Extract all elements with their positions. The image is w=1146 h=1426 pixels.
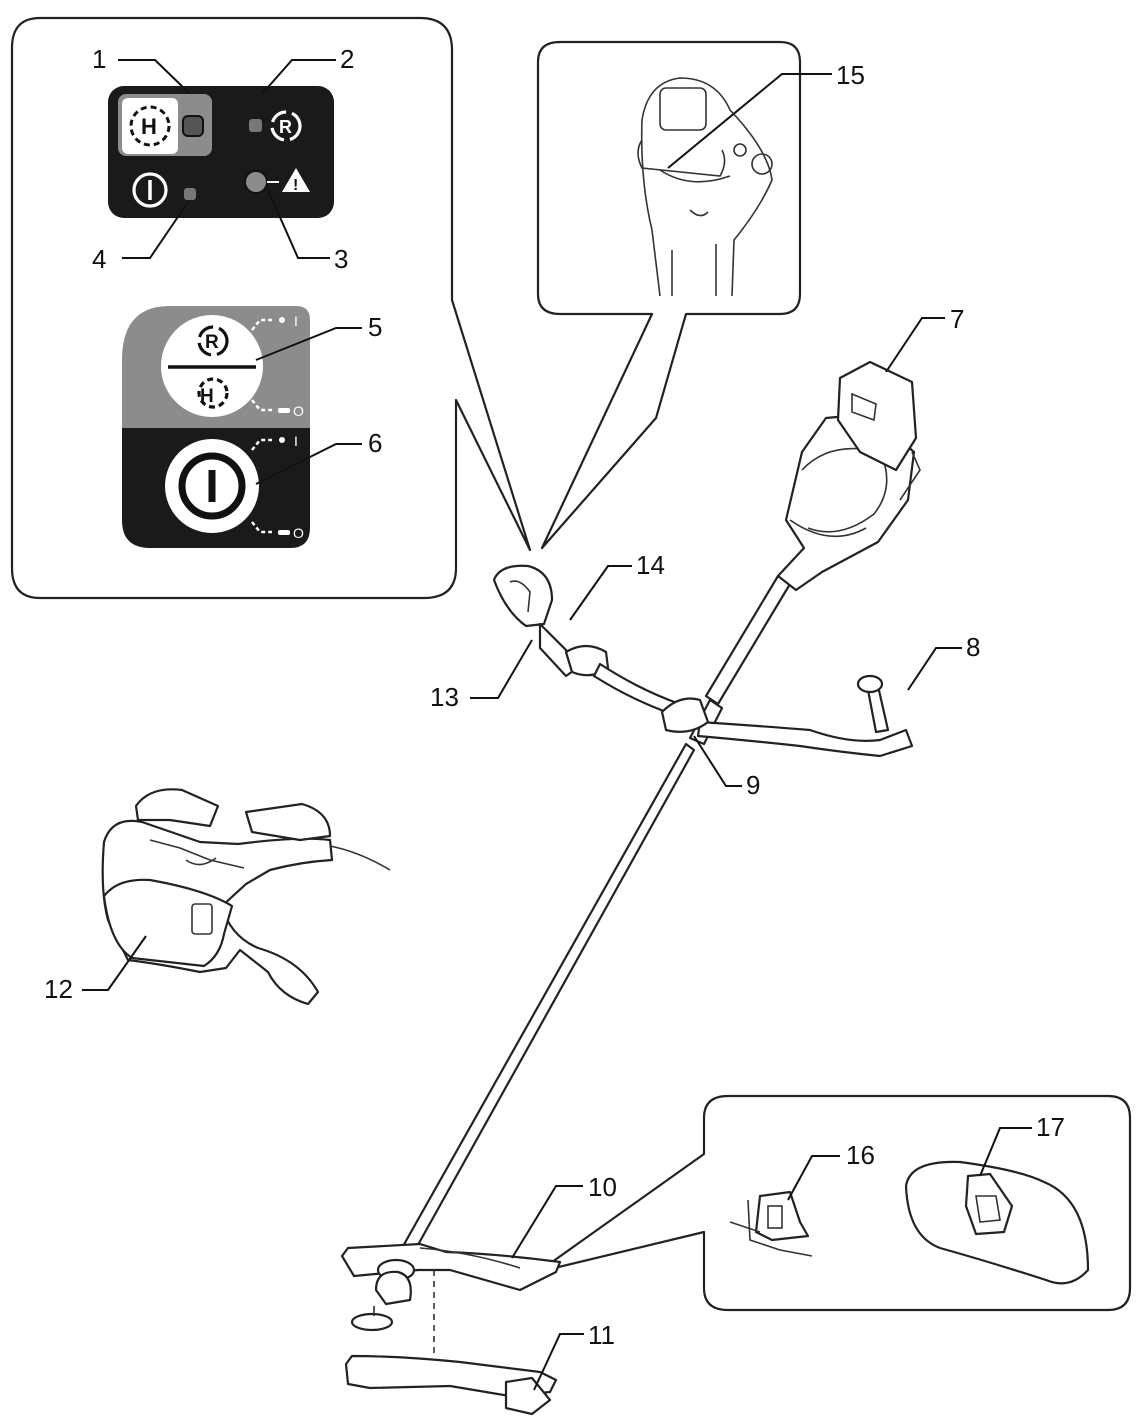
power-on-mark: I xyxy=(294,433,298,449)
high-speed-icon: H xyxy=(129,105,171,147)
reverse-rotation-icon: R xyxy=(270,110,302,142)
callout-16: 16 xyxy=(846,1140,875,1170)
cutting-head xyxy=(340,1242,562,1416)
switch-high-letter: H xyxy=(200,386,214,407)
warning-icon-mark: ! xyxy=(293,177,298,194)
speed-off-mark: O xyxy=(293,403,304,419)
trigger-inset xyxy=(536,40,802,550)
callout-6: 6 xyxy=(368,428,382,458)
indicator-light-1 xyxy=(182,115,204,137)
indicator-light-3 xyxy=(244,170,268,194)
callout-7: 7 xyxy=(950,304,964,334)
speed-switch-markers: I O xyxy=(251,313,304,419)
callout-13: 13 xyxy=(430,682,459,712)
speed-mode-switch: R H xyxy=(161,315,263,417)
guard-shield-drawing xyxy=(904,1160,1090,1285)
leader-lines xyxy=(82,59,1032,1391)
power-switch-markers: I O xyxy=(251,433,304,541)
warning-icon: ! xyxy=(282,168,310,194)
indicator-light-2 xyxy=(249,119,262,132)
switch-panel: R H I O I xyxy=(122,306,310,548)
loop-handle xyxy=(492,564,914,758)
callout-5: 5 xyxy=(368,312,382,342)
power-off-mark: O xyxy=(293,525,304,541)
callout-12: 12 xyxy=(44,974,73,1004)
callout-4: 4 xyxy=(92,244,106,274)
indicator-panel: H R ! xyxy=(108,86,334,218)
callout-2: 2 xyxy=(340,44,354,74)
brush-cutter-drawing xyxy=(101,360,921,1416)
switch-reverse-letter: R xyxy=(205,332,219,353)
control-panel-inset: H R ! xyxy=(10,16,532,600)
handle-grip-drawing xyxy=(637,77,773,297)
callout-3: 3 xyxy=(334,244,348,274)
callout-14: 14 xyxy=(636,550,665,580)
callout-labels: 1 2 3 4 5 6 7 8 9 10 11 12 13 14 15 16 1… xyxy=(44,44,1065,1350)
indicator-light-4 xyxy=(184,188,196,200)
guard-parts-inset xyxy=(536,1094,1132,1312)
speed-on-mark: I xyxy=(294,313,298,329)
callout-9: 9 xyxy=(746,770,760,800)
motor-housing xyxy=(776,360,921,592)
callout-15: 15 xyxy=(836,60,865,90)
callout-1: 1 xyxy=(92,44,106,74)
reverse-rotation-icon-letter: R xyxy=(279,117,292,137)
power-icon xyxy=(132,172,168,208)
guard-clip-drawing xyxy=(729,1190,813,1257)
callout-11: 11 xyxy=(588,1320,615,1350)
power-switch xyxy=(165,439,259,533)
high-speed-icon-letter: H xyxy=(141,114,157,139)
shoulder-harness xyxy=(101,788,391,1006)
callout-17: 17 xyxy=(1036,1112,1065,1142)
callout-10: 10 xyxy=(588,1172,617,1202)
callout-8: 8 xyxy=(966,632,980,662)
